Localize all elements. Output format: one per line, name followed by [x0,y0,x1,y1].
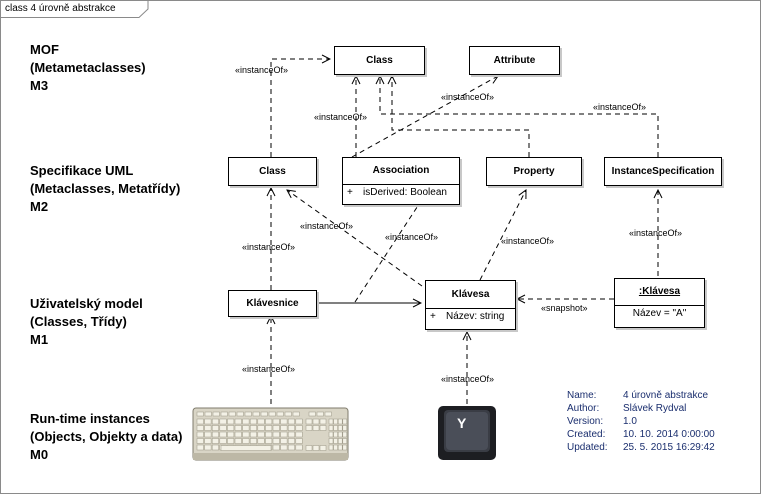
frame-title: class 4 úrovně abstrakce [5,3,116,14]
link-klavesnice-association [354,195,425,303]
class-m1-klavesa[interactable]: Klávesa + Název: string [425,280,516,330]
keycap-letter: Y [457,415,467,431]
label-snapshot: «snapshot» [541,303,588,313]
class-m2-property[interactable]: Property [486,157,582,186]
label-instanceof-6: «instanceOf» [385,232,439,242]
visibility-public-icon: + [347,187,353,198]
class-m2-class[interactable]: Class [228,157,317,186]
level-m1: Uživatelský model (Classes, Třídy) M1 [30,295,143,349]
label-instanceof-2: «instanceOf» [314,112,368,122]
keyboard-image [192,407,349,461]
level-m0-line-1: Run-time instances [30,411,150,426]
label-instanceof-7: «instanceOf» [242,242,296,252]
attribute-nazev: Název: string [446,311,505,322]
label-instanceof-9: «instanceOf» [629,228,683,238]
level-m2-line-3: M2 [30,199,49,214]
class-m2-association-name: Association [372,165,430,176]
label-instanceof-3: «instanceOf» [441,92,495,102]
level-m0: Run-time instances (Objects, Objekty a d… [30,410,182,464]
class-m2-class-name: Class [259,166,286,177]
info-row-updated: Updated: 25. 5. 2015 16:29:42 [567,441,715,454]
info-key: Created: [567,429,606,440]
label-instanceof-1: «instanceOf» [235,65,289,75]
class-m2-instance-specification-name: InstanceSpecification [611,166,715,177]
info-value: 4 úrovně abstrakce [623,390,709,401]
object-m1-klavesa-instance-name: :Klávesa [638,286,681,297]
attribute-isderived: isDerived: Boolean [363,187,447,198]
object-m1-klavesa-instance-slot: Název = "A" [615,305,704,319]
class-m1-klavesnice-name: Klávesnice [246,298,299,309]
info-row-created: Created: 10. 10. 2014 0:00:00 [567,428,715,441]
info-value: 1.0 [623,416,637,427]
level-m2-line-2: (Metaclasses, Metatřídy) [30,181,181,196]
link-m2class-m3class [270,59,330,157]
class-m2-property-name: Property [513,166,555,177]
level-m0-line-2: (Objects, Objekty a data) [30,429,183,444]
class-m1-klavesnice[interactable]: Klávesnice [228,290,317,317]
link-association-attribute [351,76,498,158]
link-klavesa-m2class [287,190,423,287]
level-m3-line-3: M3 [30,78,49,93]
info-key: Version: [567,416,604,427]
info-value: 25. 5. 2015 16:29:42 [623,442,715,453]
link-klavesa-property [479,190,526,281]
info-key: Updated: [567,442,608,453]
info-key: Name: [567,390,597,401]
info-row-name: Name: 4 úrovně abstrakce [567,389,715,402]
diagram-info: Name: 4 úrovně abstrakce Author: Slávek Ry… [567,389,715,454]
info-row-version: Version: 1.0 [567,415,715,428]
class-m2-association-attribute: + isDerived: Boolean [343,184,459,198]
label-instanceof-11: «instanceOf» [441,374,495,384]
class-m3-attribute[interactable]: Attribute [469,46,560,75]
info-key: Author: [567,403,600,414]
level-m1-line-3: M1 [30,332,49,347]
link-instspec-m3class [380,76,659,157]
label-instanceof-10: «instanceOf» [242,364,296,374]
info-value: 10. 10. 2014 0:00:00 [623,429,715,440]
label-instanceof-5: «instanceOf» [300,221,354,231]
level-m1-line-2: (Classes, Třídy) [30,314,127,329]
level-m2: Specifikace UML (Metaclasses, Metatřídy)… [30,162,180,216]
class-m2-instance-specification[interactable]: InstanceSpecification [604,157,722,186]
level-m3: MOF (Metametaclasses) M3 [30,41,146,95]
label-instanceof-4: «instanceOf» [593,102,647,112]
class-m3-attribute-name: Attribute [493,55,536,66]
visibility-public-icon: + [430,311,436,322]
link-property-m3class [392,76,530,157]
level-m2-line-1: Specifikace UML [30,163,134,178]
class-m1-klavesa-attribute: + Název: string [426,308,515,322]
class-m3-class-name: Class [366,55,393,66]
class-m2-association[interactable]: Association + isDerived: Boolean [342,157,460,205]
info-row-author: Author: Slávek Rydval [567,402,715,415]
level-m1-line-1: Uživatelský model [30,296,143,311]
frame-tab [0,0,149,18]
class-m3-class[interactable]: Class [334,46,425,75]
info-value: Slávek Rydval [623,403,687,414]
label-instanceof-8: «instanceOf» [501,236,555,246]
level-m3-line-1: MOF [30,42,59,57]
level-m3-line-2: (Metametaclasses) [30,60,146,75]
class-m1-klavesa-name: Klávesa [451,289,490,300]
keycap-image: Y [438,406,496,460]
level-m0-line-3: M0 [30,447,49,462]
object-m1-klavesa-instance[interactable]: :Klávesa Název = "A" [614,278,705,328]
